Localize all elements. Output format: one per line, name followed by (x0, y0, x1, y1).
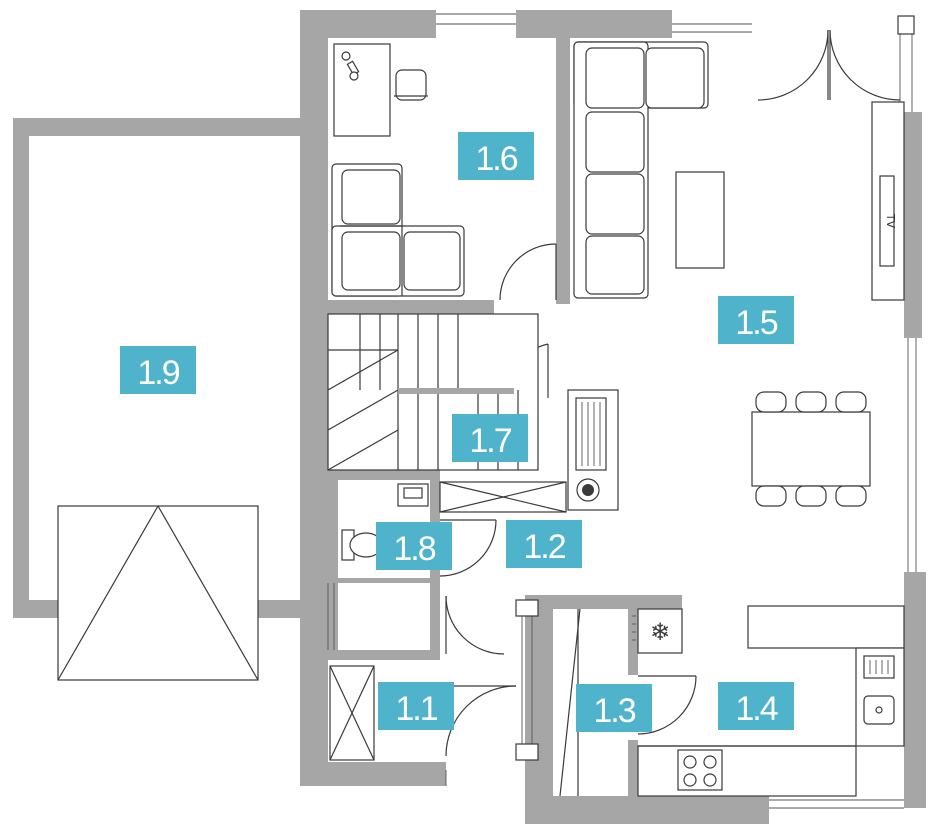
room-tag-1-4: 1.4 (718, 682, 794, 730)
wall (328, 578, 440, 583)
room-label: 1.6 (475, 140, 517, 178)
room-label: 1.7 (469, 422, 511, 460)
walls (13, 10, 926, 824)
room-label: 1.2 (523, 528, 565, 566)
chair-icon (795, 391, 827, 413)
room-label: 1.4 (735, 690, 777, 728)
chair-icon (795, 485, 827, 507)
wall (13, 118, 303, 136)
room-tag-1-6: 1.6 (458, 132, 534, 180)
wall (556, 38, 570, 300)
radiator (575, 397, 607, 471)
fridge-icon (637, 608, 683, 654)
wall (516, 10, 672, 38)
wall (13, 600, 63, 618)
furniture: TV (57, 41, 905, 797)
room-label: 1.1 (395, 690, 437, 728)
wall (328, 470, 440, 480)
wall (300, 10, 328, 786)
room-tag-1-5: 1.5 (718, 296, 794, 344)
chair-icon (835, 485, 867, 507)
wall (300, 762, 446, 786)
wall (904, 572, 926, 808)
drainer (863, 655, 895, 679)
wall (525, 595, 553, 824)
wall (258, 600, 303, 618)
dining-table (751, 411, 871, 487)
wardrobe-1-1 (329, 665, 375, 761)
lamp-icon (341, 51, 360, 81)
wall (328, 300, 494, 314)
kitchen-lower-counter (637, 745, 857, 797)
kitchen-counter (747, 605, 905, 649)
cooktop-icon (677, 749, 723, 791)
wall (300, 10, 436, 38)
wall (525, 595, 682, 609)
room-tag-1-1: 1.1 (378, 682, 454, 730)
chair-icon (755, 391, 787, 413)
wardrobe-1-2 (439, 481, 567, 513)
wall (628, 740, 638, 796)
room-label: 1.5 (735, 304, 777, 342)
room-label: 1.9 (137, 354, 179, 392)
wall (525, 796, 769, 824)
room-tag-1-8: 1.8 (376, 522, 452, 570)
room-tag-1-9: 1.9 (120, 346, 196, 394)
wall (556, 290, 570, 304)
chair-icon (835, 391, 867, 413)
dining-set (751, 391, 871, 507)
sofa-1-6 (331, 163, 465, 297)
room-tags: 1.1 1.2 1.3 1.4 1.5 1.6 1.7 1.8 (120, 132, 794, 732)
tv-label: TV (884, 213, 897, 229)
garage-door (57, 505, 259, 681)
room-label: 1.8 (393, 530, 435, 568)
chair-icon (755, 485, 787, 507)
snowflake-icon: ❄ (650, 618, 670, 646)
wall (328, 480, 338, 656)
wall (904, 112, 922, 338)
tv-icon (879, 175, 895, 267)
wall (628, 609, 638, 675)
coffee-table (675, 171, 725, 269)
room-tag-1-2: 1.2 (506, 520, 582, 568)
room-label: 1.3 (593, 692, 635, 730)
room-tag-1-3: 1.3 (576, 684, 652, 732)
kitchen: ❄ (632, 605, 905, 797)
chair-icon (395, 69, 427, 101)
room-tag-1-7: 1.7 (452, 414, 528, 462)
wall (328, 650, 440, 660)
sofa-1-5 (573, 41, 709, 299)
wall (13, 118, 29, 618)
window-lines (327, 13, 917, 809)
